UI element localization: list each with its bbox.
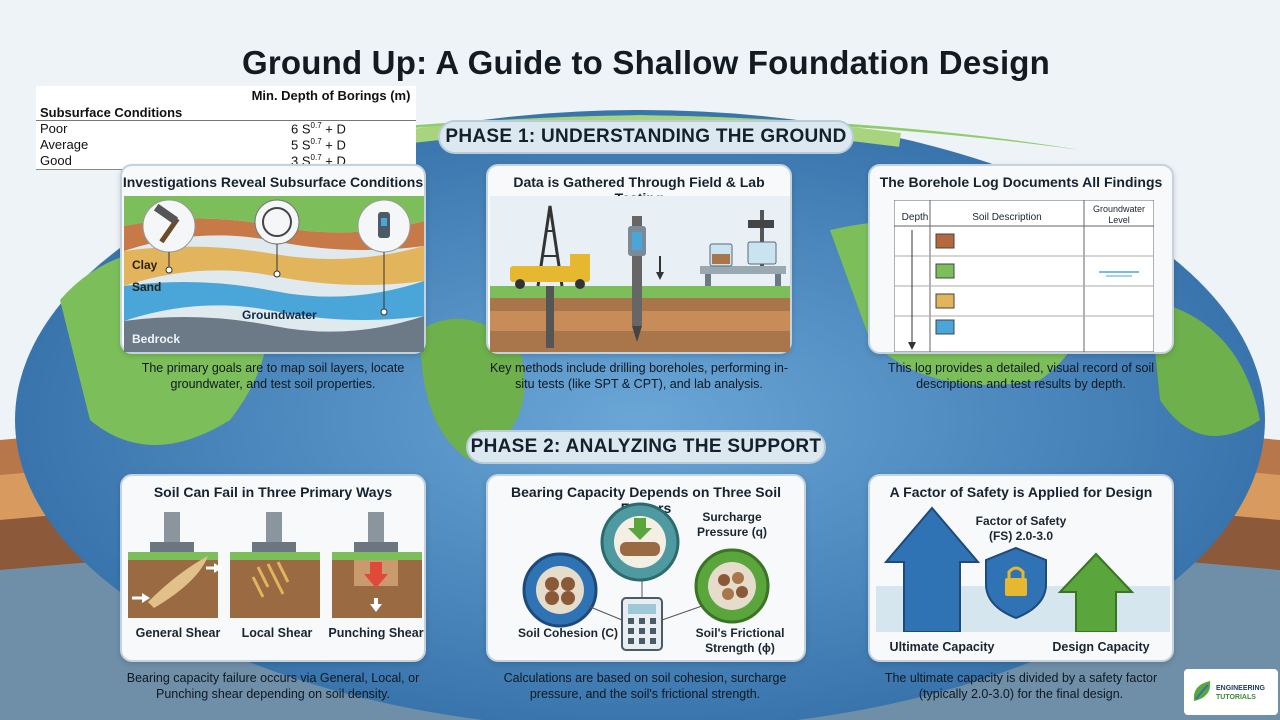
drill-rig-icon (510, 205, 590, 348)
card-bearing-factors: Bearing Capacity Depends on Three Soil F… (486, 474, 806, 662)
factor-label-surcharge: Surcharge Pressure (q) (696, 510, 768, 539)
table-cell-condition: Average (40, 137, 89, 152)
factor-label-cohesion: Soil Cohesion (C) (518, 626, 618, 640)
layer-label-clay: Clay (132, 258, 158, 272)
card-field-lab-testing: Data is Gathered Through Field & Lab Tes… (486, 164, 792, 354)
table-row: Poor 6 S0.7 + D (36, 121, 416, 137)
table-row: Average 5 S0.7 + D (36, 137, 416, 153)
punching-shear-diagram (332, 512, 422, 618)
borehole-log-sheet (894, 200, 1154, 352)
design-capacity-label: Design Capacity (1052, 640, 1150, 654)
cpt-probe-icon (628, 216, 664, 342)
engineering-tutorials-logo: ENGINEERING TUTORIALS (1184, 669, 1278, 715)
fs-label: Factor of Safety (FS) 2.0-3.0 (975, 514, 1067, 543)
table-divider (36, 120, 416, 121)
surcharge-gear-icon (600, 502, 680, 582)
phase2-label: PHASE 2: ANALYZING THE SUPPORT (466, 430, 826, 464)
soil-profile-illustration (124, 196, 424, 352)
testing-illustration (490, 196, 790, 352)
factor-label-friction: Soil's Frictional Strength (ϕ) (695, 626, 785, 655)
logo-text-line2: TUTORIALS (1216, 694, 1256, 701)
layer-label-bedrock: Bedrock (132, 332, 181, 346)
logo-leaf-icon (1193, 681, 1211, 701)
log-column-depth: Depth (901, 212, 929, 223)
log-column-groundwater: Groundwater Level (1092, 204, 1146, 225)
table-header-depth: Min. Depth of Borings (m) (251, 88, 411, 103)
card-caption: Calculations are based on soil cohesion,… (503, 671, 787, 701)
shield-lock-icon (985, 546, 1047, 620)
compass-icon (254, 199, 300, 245)
logo-text-line1: ENGINEERING (1216, 685, 1266, 692)
hammer-icon (142, 199, 196, 253)
safety-factor-illustration (876, 506, 1170, 632)
general-shear-diagram (128, 512, 222, 618)
boring-depth-table: Min. Depth of Borings (m) Subsurface Con… (36, 86, 416, 170)
card-caption: The ultimate capacity is divided by a sa… (884, 671, 1158, 701)
ultimate-capacity-arrow-icon (883, 506, 981, 632)
ultimate-capacity-label: Ultimate Capacity (889, 640, 995, 654)
bearing-factors-illustration (522, 502, 770, 651)
mode-label-local: Local Shear (241, 626, 313, 640)
table-cell-depth: 5 S0.7 + D (291, 137, 346, 153)
friction-gear-icon (694, 548, 770, 624)
cohesion-gear-icon (522, 552, 598, 628)
card-caption: The primary goals are to map soil layers… (141, 361, 405, 391)
card-title: Investigations Reveal Subsurface Conditi… (122, 174, 424, 190)
shear-failure-illustration (128, 512, 422, 618)
card-investigations: Investigations Reveal Subsurface Conditi… (120, 164, 426, 354)
table-header-condition: Subsurface Conditions (40, 105, 183, 120)
mode-label-general: General Shear (135, 626, 221, 640)
card-caption: Key methods include drilling boreholes, … (489, 361, 789, 391)
local-shear-diagram (230, 512, 320, 618)
card-failure-modes: Soil Can Fail in Three Primary Ways (120, 474, 426, 662)
table-cell-depth: 6 S0.7 + D (291, 121, 346, 137)
log-column-description: Soil Description (972, 212, 1042, 223)
table-cell-condition: Poor (40, 121, 68, 136)
card-borehole-log: The Borehole Log Documents All Findings … (868, 164, 1174, 354)
lab-equipment-icon (700, 210, 786, 286)
page-title: Ground Up: A Guide to Shallow Foundation… (241, 44, 1051, 81)
card-factor-of-safety: A Factor of Safety is Applied for Design… (868, 474, 1174, 662)
layer-label-sand: Sand (132, 280, 162, 294)
card-title: The Borehole Log Documents All Findings (879, 174, 1163, 190)
table-cell-condition: Good (40, 153, 72, 168)
phase1-label: PHASE 1: UNDERSTANDING THE GROUND (438, 120, 854, 154)
calculator-icon (621, 597, 663, 651)
card-caption: This log provides a detailed, visual rec… (887, 361, 1155, 391)
card-title: Soil Can Fail in Three Primary Ways (153, 484, 393, 500)
layer-label-groundwater: Groundwater (242, 308, 317, 322)
table-row: Good 3 S0.7 + D (36, 153, 416, 169)
water-probe-icon (357, 199, 411, 253)
card-title: A Factor of Safety is Applied for Design (889, 484, 1153, 500)
design-capacity-arrow-icon (1057, 552, 1135, 632)
card-caption: Bearing capacity failure occurs via Gene… (126, 671, 420, 701)
mode-label-punching: Punching Shear (328, 626, 424, 640)
